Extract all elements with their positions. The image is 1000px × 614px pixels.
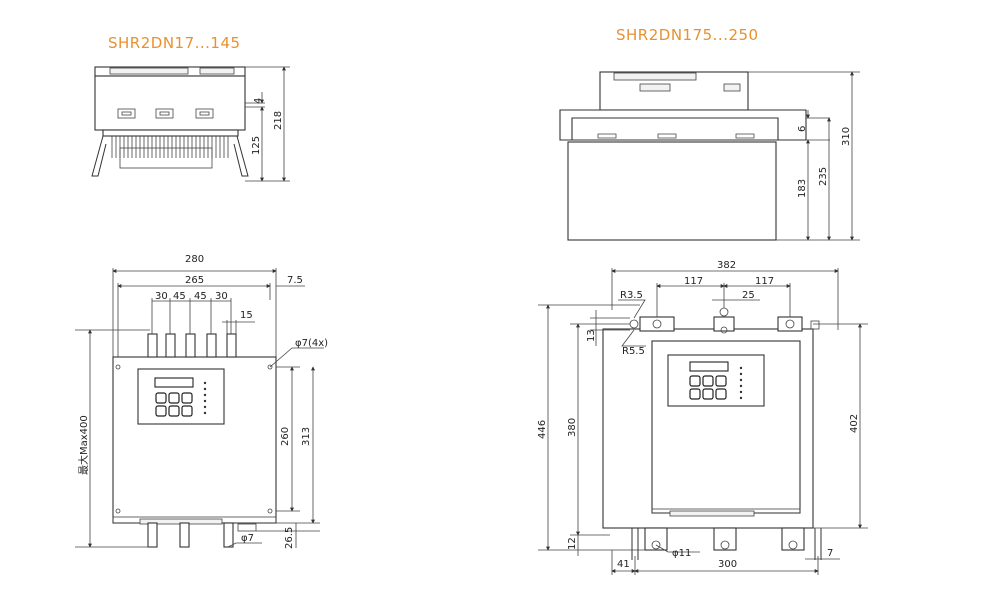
- dim-15: 15: [240, 310, 253, 321]
- dim-313: 313: [301, 427, 312, 446]
- title-right-series: SHR2DN175...250: [616, 26, 759, 44]
- label-phi7-4x: φ7(4x): [295, 338, 328, 349]
- dim-45-b: 45: [194, 291, 207, 302]
- left-heatsink-fins: [111, 136, 229, 169]
- dim-13: 13: [586, 329, 597, 342]
- dim-125: 125: [251, 136, 262, 155]
- dim-183: 183: [797, 179, 808, 198]
- dim-7-5: 7.5: [287, 275, 303, 286]
- dim-310: 310: [841, 127, 852, 146]
- label-r3-5: R3.5: [620, 290, 643, 301]
- dim-280: 280: [185, 254, 204, 265]
- dim-6: 6: [797, 126, 808, 132]
- dim-7: 7: [827, 548, 833, 559]
- dim-446: 446: [537, 420, 548, 439]
- dim-30-b: 30: [215, 291, 228, 302]
- left-front-view: 280 265 7.5 30 45 45 30 15 φ7(4x) 260 31…: [75, 254, 328, 549]
- title-left-series: SHR2DN17...145: [108, 34, 241, 52]
- right-side-view: 6 183 235 310: [559, 71, 860, 241]
- dim-25: 25: [742, 290, 755, 301]
- right-keypad-panel: [667, 354, 765, 407]
- label-r5-5: R5.5: [622, 346, 645, 357]
- label-phi11: φ11: [672, 548, 691, 559]
- dim-45-a: 45: [173, 291, 186, 302]
- dim-117-b: 117: [755, 276, 774, 287]
- dim-max400: 最大Max400: [77, 415, 90, 475]
- dim-235: 235: [818, 167, 829, 186]
- left-side-view: 4 125 218: [91, 66, 290, 182]
- dim-382: 382: [717, 260, 736, 271]
- dim-26-5: 26.5: [284, 527, 295, 549]
- dim-4: 4: [253, 98, 264, 104]
- left-keypad-panel: [137, 368, 225, 425]
- right-front-view: 382 117 117 25 R3.5 R5.5 13 446 380 12 4…: [537, 260, 868, 575]
- dim-30-a: 30: [155, 291, 168, 302]
- dim-380: 380: [567, 418, 578, 437]
- dim-218: 218: [273, 111, 284, 130]
- dim-260: 260: [280, 427, 291, 446]
- left-side-terminal-strip: [109, 67, 235, 75]
- dim-402: 402: [849, 414, 860, 433]
- label-phi7: φ7: [241, 533, 254, 544]
- left-top-terminals: [147, 333, 237, 358]
- dim-300: 300: [718, 559, 737, 570]
- dim-12: 12: [567, 537, 578, 550]
- dim-117-a: 117: [684, 276, 703, 287]
- dim-265: 265: [185, 275, 204, 286]
- dim-41: 41: [617, 559, 630, 570]
